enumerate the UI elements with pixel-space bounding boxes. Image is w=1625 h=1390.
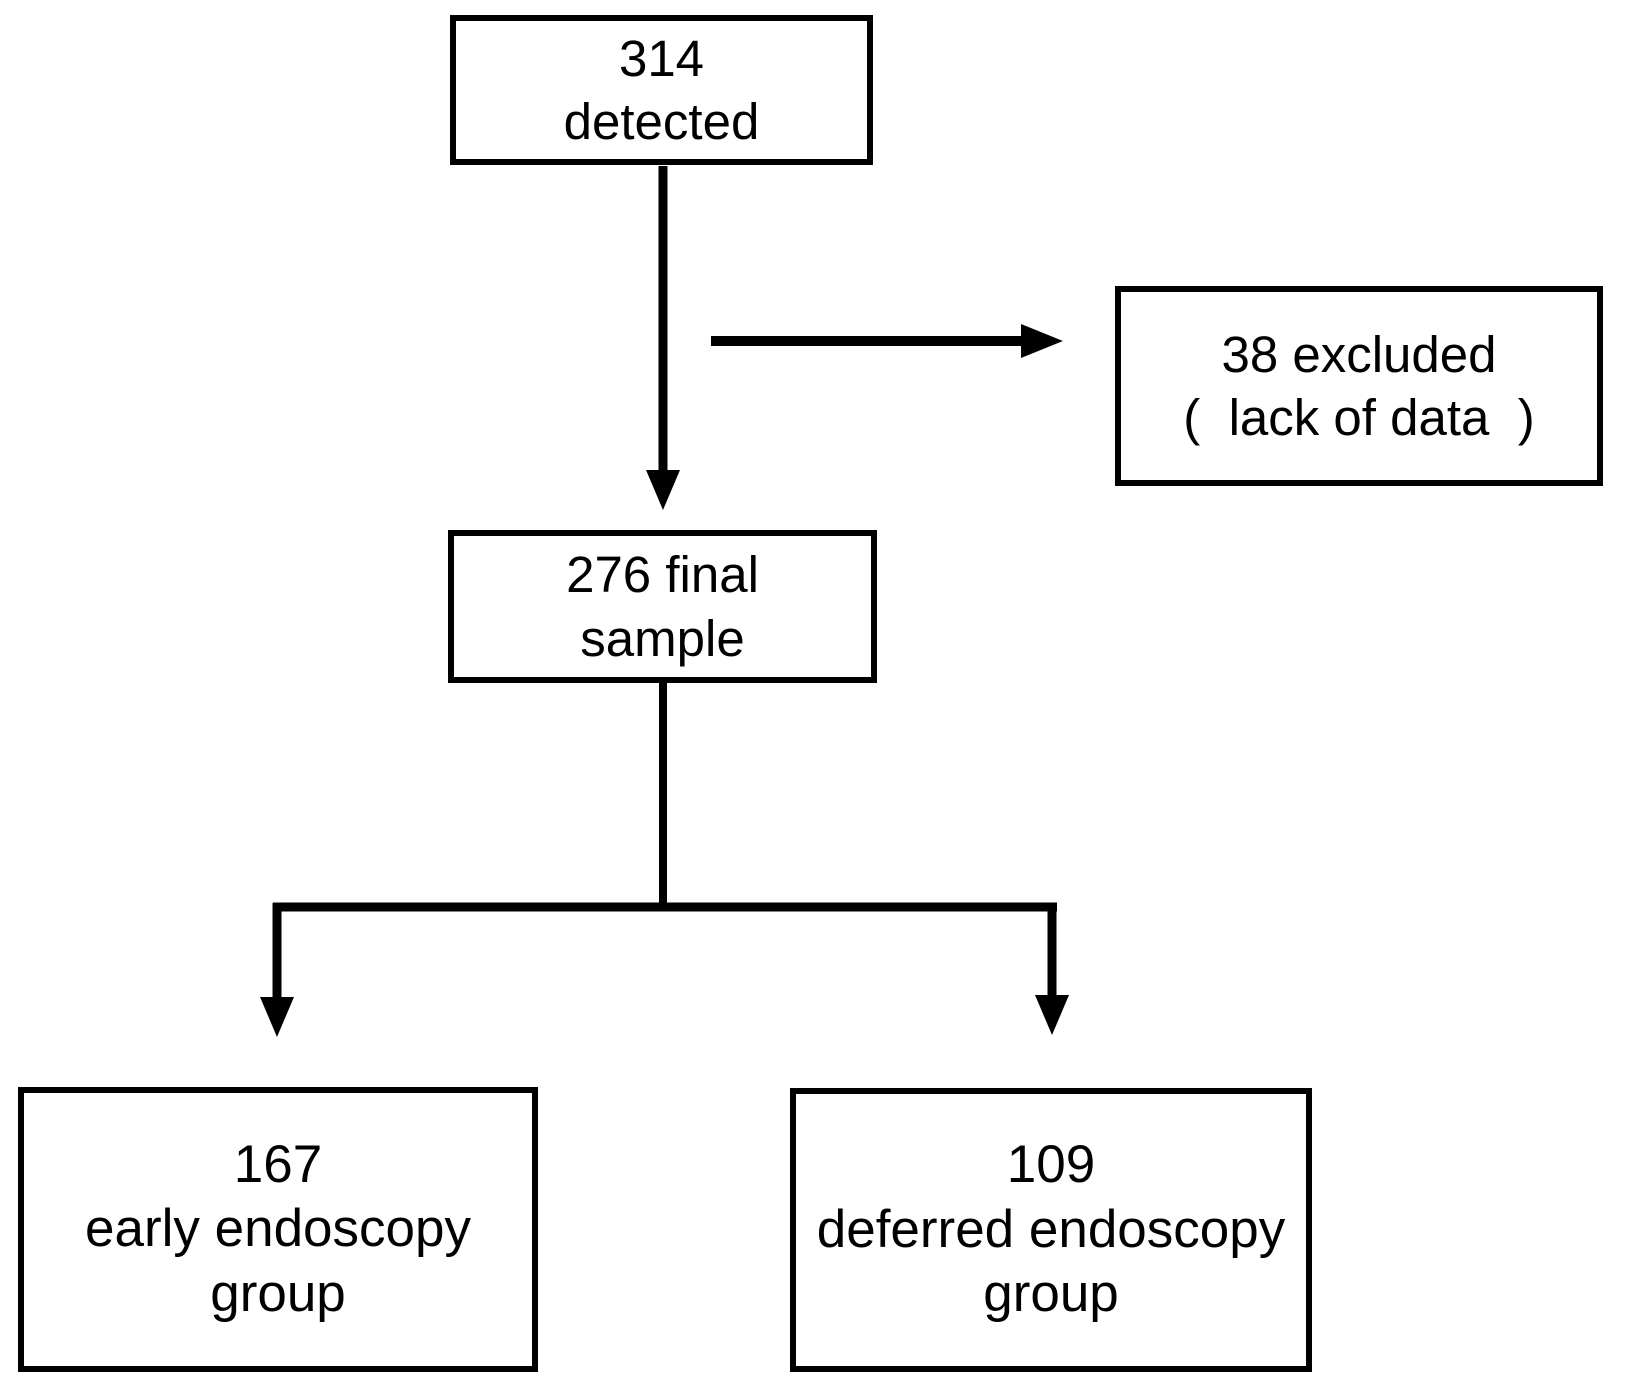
node-final-sample-count: 276 final: [566, 546, 759, 604]
node-detected: 314 detected: [450, 15, 873, 165]
node-final-sample-label: sample: [580, 609, 745, 667]
node-detected-label: detected: [563, 93, 760, 150]
arrow-detected-to-final-head: [646, 470, 680, 510]
arrow-to-early-head: [260, 997, 294, 1037]
node-early-label: early endoscopy: [85, 1199, 471, 1259]
node-early-count: 167: [233, 1134, 323, 1194]
arrow-to-deferred-head: [1035, 995, 1069, 1035]
node-deferred-label: deferred endoscopy: [816, 1199, 1286, 1259]
node-early-endoscopy-group: 167 early endoscopy group: [18, 1087, 538, 1372]
node-deferred-endoscopy-group: 109 deferred endoscopy group: [790, 1088, 1312, 1372]
node-deferred-label2: group: [983, 1264, 1119, 1324]
node-excluded-reason: ( lack of data ): [1183, 389, 1535, 446]
node-detected-count: 314: [618, 29, 705, 87]
node-early-label2: group: [210, 1263, 346, 1323]
node-final-sample: 276 final sample: [448, 530, 877, 683]
node-excluded-count: 38 excluded: [1221, 325, 1497, 383]
arrow-to-excluded-head: [1021, 324, 1063, 358]
node-excluded: 38 excluded ( lack of data ): [1115, 286, 1603, 486]
node-deferred-count: 109: [1006, 1135, 1096, 1195]
